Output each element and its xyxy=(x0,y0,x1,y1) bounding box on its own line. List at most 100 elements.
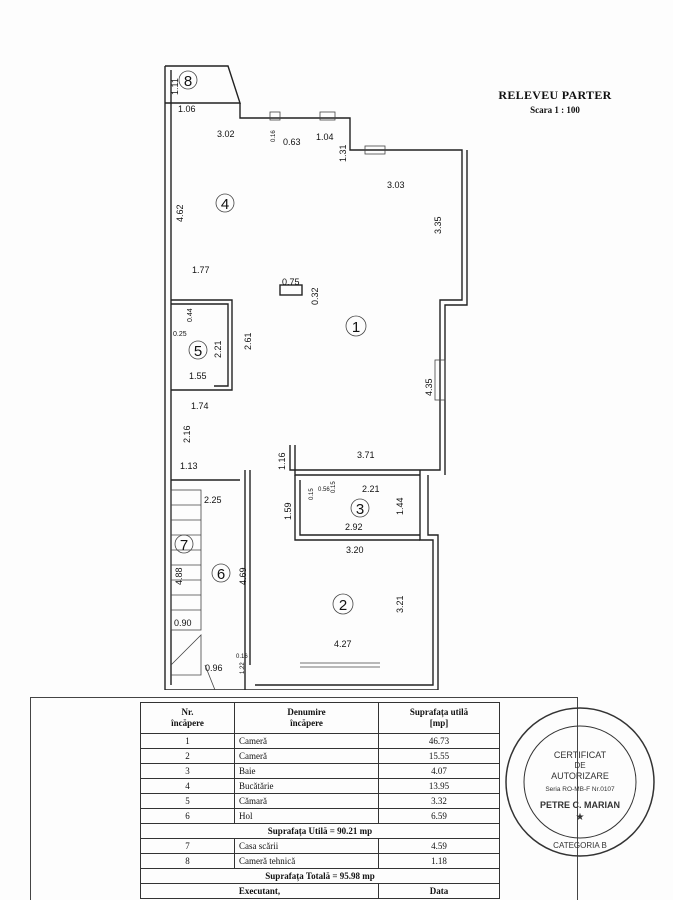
dimension-label: 3.35 xyxy=(433,216,443,234)
cell-area: 4.07 xyxy=(378,763,500,779)
header-area: Suprafața utilă [mp] xyxy=(378,702,500,734)
dimension-label: 4.35 xyxy=(424,378,434,396)
authorization-stamp: CERTIFICAT DE AUTORIZARE Seria RO-MB-F N… xyxy=(505,707,655,857)
dimension-label: 1.44 xyxy=(395,497,405,515)
room-marker-6: 6 xyxy=(211,563,231,583)
cell-name: Casa scării xyxy=(234,838,379,854)
plan-title: RELEVEU PARTER xyxy=(498,88,612,102)
title-block: RELEVEU PARTER Scara 1 : 100 xyxy=(470,88,640,115)
dimension-label: 1.06 xyxy=(178,104,196,114)
dimension-label: 2.92 xyxy=(345,522,363,532)
cell-nr: 2 xyxy=(140,748,235,764)
room-number: 7 xyxy=(180,537,188,554)
dimension-label: 1.77 xyxy=(192,265,210,275)
cell-area: 4.59 xyxy=(378,838,500,854)
dimension-label: 0.15 xyxy=(309,488,315,500)
room-number: 5 xyxy=(194,343,202,360)
header-nr: Nr. încăpere xyxy=(140,702,235,734)
cell-nr: 5 xyxy=(140,793,235,809)
table-row: 1 Cameră 46.73 xyxy=(140,733,500,749)
cell-nr: 1 xyxy=(140,733,235,749)
cell-area: 15.55 xyxy=(378,748,500,764)
cell-name: Baie xyxy=(234,763,379,779)
table-row: 2 Cameră 15.55 xyxy=(140,748,500,764)
room-marker-5: 5 xyxy=(188,340,208,360)
cell-nr: 3 xyxy=(140,763,235,779)
dimension-label: 1.74 xyxy=(191,401,209,411)
cell-name: Cameră tehnică xyxy=(234,853,379,869)
floor-plan: 8 4 1 5 3 7 6 2 1.11 xyxy=(164,65,468,690)
dimension-label: 0.16 xyxy=(236,654,248,660)
dimension-labels: 1.11 1.06 3.02 0.16 0.63 1.04 1.31 3.03 … xyxy=(170,78,443,674)
dimension-label: 0.75 xyxy=(282,277,300,287)
dimension-label: 2.25 xyxy=(204,495,222,505)
dimension-label: 2.61 xyxy=(243,332,253,350)
stairs xyxy=(170,489,216,690)
room-marker-1: 1 xyxy=(345,315,367,337)
dimension-label: 0.32 xyxy=(310,287,320,305)
star-icon: ★ xyxy=(576,812,585,823)
dimension-label: 0.90 xyxy=(174,618,192,628)
cell-name: Bucătărie xyxy=(234,778,379,794)
window-marks xyxy=(269,111,446,401)
interior-walls xyxy=(171,284,420,690)
dimension-label: 1.04 xyxy=(316,132,334,142)
cell-name: Hol xyxy=(234,808,379,824)
dimension-label: 1.22 xyxy=(240,662,246,674)
dimension-label: 2.16 xyxy=(182,425,192,443)
dimension-label: 1.31 xyxy=(338,144,348,162)
frame-left xyxy=(30,697,31,900)
room-number: 4 xyxy=(221,196,229,213)
dimension-label: 3.20 xyxy=(346,545,364,555)
grand-total-row: Suprafața Totală = 95.98 mp xyxy=(140,868,500,884)
dimension-label: 0.16 xyxy=(271,130,277,142)
cell-name: Cameră xyxy=(234,748,379,764)
dimension-label: 0.15 xyxy=(331,481,337,493)
table-row: 8 Cameră tehnică 1.18 xyxy=(140,853,500,869)
room-number: 6 xyxy=(217,566,225,583)
dimension-label: 1.11 xyxy=(170,78,180,95)
executant-label: Executant, xyxy=(140,883,379,899)
room-markers: 8 4 1 5 3 7 6 2 xyxy=(174,70,370,615)
stamp-line: Seria RO-MB-F Nr.0107 xyxy=(545,786,615,793)
dimension-label: 2.21 xyxy=(213,340,223,358)
table-row: 6 Hol 6.59 xyxy=(140,808,500,824)
cell-nr: 8 xyxy=(140,853,235,869)
dimension-label: 4.27 xyxy=(334,639,352,649)
table-row: 5 Cămară 3.32 xyxy=(140,793,500,809)
cell-area: 46.73 xyxy=(378,733,500,749)
cell-name: Cameră xyxy=(234,733,379,749)
room-marker-3: 3 xyxy=(350,498,370,518)
dimension-label: 0.96 xyxy=(205,663,223,673)
dimension-label: 2.21 xyxy=(362,484,380,494)
dimension-label: 1.59 xyxy=(283,502,293,520)
stamp-inner-ring xyxy=(523,725,637,839)
dimension-label: 1.13 xyxy=(180,461,198,471)
room-marker-7: 7 xyxy=(174,534,194,554)
room-marker-4: 4 xyxy=(215,193,235,213)
dimension-label: 1.55 xyxy=(189,371,207,381)
cell-area: 3.32 xyxy=(378,793,500,809)
cell-area: 6.59 xyxy=(378,808,500,824)
dimension-label: 3.71 xyxy=(357,450,375,460)
date-label: Data xyxy=(378,883,500,899)
frame-divider xyxy=(30,697,578,698)
cell-nr: 6 xyxy=(140,808,235,824)
cell-name: Cămară xyxy=(234,793,379,809)
room-number: 3 xyxy=(356,501,364,518)
table-row: 4 Bucătărie 13.95 xyxy=(140,778,500,794)
stamp-line: DE xyxy=(574,761,585,770)
stamp-line: AUTORIZARE xyxy=(551,771,609,781)
dimension-label: 4.62 xyxy=(175,204,185,222)
cell-nr: 7 xyxy=(140,838,235,854)
cell-area: 13.95 xyxy=(378,778,500,794)
stamp-line: CERTIFICAT xyxy=(554,750,607,760)
cell-nr: 4 xyxy=(140,778,235,794)
header-name: Denumire încăpere xyxy=(234,702,379,734)
dimension-label: 0.44 xyxy=(187,308,194,322)
dimension-label: 4.69 xyxy=(238,567,248,585)
useful-total-row: Suprafața Utilă = 90.21 mp xyxy=(140,823,500,839)
cell-area: 1.18 xyxy=(378,853,500,869)
dimension-label: 0.25 xyxy=(173,331,187,338)
plan-scale: Scara 1 : 100 xyxy=(530,105,580,115)
